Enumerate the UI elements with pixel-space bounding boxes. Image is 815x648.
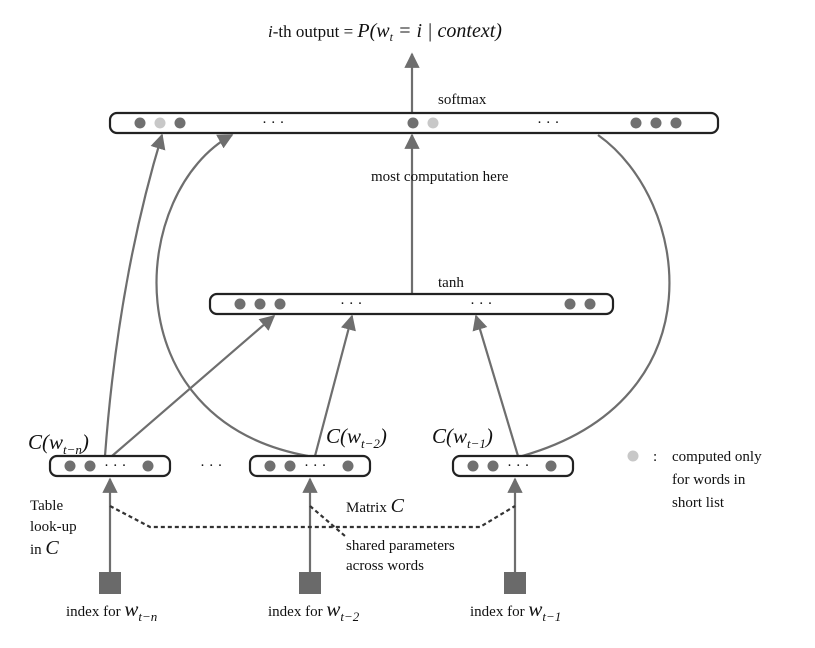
softmax-unit [670, 117, 682, 129]
tanh-unit [274, 298, 286, 310]
embedding-group-t-1: C(wt−1) · · · [432, 424, 575, 478]
emb3-to-tanh-arrow [472, 314, 520, 457]
embedding-vector [248, 454, 372, 478]
tanh-unit [254, 298, 266, 310]
most-computation-label: most computation here [371, 169, 509, 185]
embedding-ellipsis: · · · [507, 458, 530, 474]
emb1-to-softmax-direct [103, 133, 166, 457]
tanh-label: tanh [438, 275, 464, 291]
input-label-t-n: index for wt−n [66, 597, 157, 624]
embedding-unit [84, 460, 96, 472]
embedding-unit [467, 460, 479, 472]
table-lookup-label-line1: Table [30, 498, 63, 514]
emb1-to-tanh-arrow [111, 314, 276, 457]
legend-text-line2: for words in [672, 472, 746, 488]
embedding-label: C(wt−1) [432, 424, 493, 451]
legend: : computed only for words in short list [627, 449, 762, 511]
emb2-to-tanh-arrow [313, 314, 356, 457]
input-index-box-t-n [99, 572, 121, 594]
embedding-label: C(wt−2) [326, 424, 387, 451]
shared-parameters-dashed-line [109, 505, 516, 529]
tanh-ellipsis: · · · [340, 296, 363, 312]
embedding-unit [545, 460, 557, 472]
input-label-t-1: index for wt−1 [470, 597, 561, 624]
input-label-t-2: index for wt−2 [268, 597, 360, 624]
embedding-label: C(wt−n) [28, 430, 89, 457]
tanh-unit [584, 298, 596, 310]
embedding-vector [451, 454, 575, 478]
input-index-box-t-2 [299, 572, 321, 594]
embedding-unit [64, 460, 76, 472]
softmax-unit [174, 117, 186, 129]
matrix-c-label: Matrix C [346, 495, 405, 517]
softmax-ellipsis: · · · [262, 115, 285, 131]
emb2-to-softmax-direct [155, 134, 309, 458]
embedding-ellipsis: · · · [104, 458, 127, 474]
softmax-ellipsis: · · · [537, 115, 560, 131]
softmax-unit [630, 117, 642, 129]
softmax-label: softmax [438, 92, 487, 108]
softmax-unit [134, 117, 146, 129]
table-lookup-label-line2: look-up [30, 519, 77, 535]
softmax-unit-shortlist [154, 117, 166, 129]
softmax-unit-shortlist [427, 117, 439, 129]
softmax-unit [407, 117, 419, 129]
shared-parameters-label-line1: shared parameters [346, 538, 455, 554]
shared-parameters-dashed-line [309, 505, 346, 537]
embedding-vector [48, 454, 172, 478]
output-formula-title: i-th output = P(wt = i | context) [268, 20, 502, 44]
legend-text-line3: short list [672, 495, 725, 511]
emb3-to-softmax-direct [521, 134, 671, 458]
embedding-unit [487, 460, 499, 472]
embedding-unit [142, 460, 154, 472]
tanh-unit [234, 298, 246, 310]
softmax-unit [650, 117, 662, 129]
embedding-unit [264, 460, 276, 472]
tanh-layer [208, 292, 615, 316]
embedding-group-t-n: C(wt−n) · · · [28, 430, 172, 478]
softmax-units [134, 117, 682, 129]
embedding-unit [284, 460, 296, 472]
shared-parameters-label-line2: across words [346, 558, 424, 574]
legend-shortlist-marker [627, 450, 639, 462]
embedding-unit [342, 460, 354, 472]
legend-text-line1: computed only [672, 449, 762, 465]
input-index-box-t-1 [504, 572, 526, 594]
table-lookup-label-line3: in C [30, 537, 59, 559]
embedding-group-t-2: C(wt−2) · · · [248, 424, 387, 478]
between-embeddings-ellipsis: · · · [200, 458, 223, 474]
tanh-units [234, 298, 596, 310]
tanh-ellipsis: · · · [470, 296, 493, 312]
embedding-ellipsis: · · · [304, 458, 327, 474]
tanh-unit [564, 298, 576, 310]
legend-colon: : [653, 449, 657, 465]
